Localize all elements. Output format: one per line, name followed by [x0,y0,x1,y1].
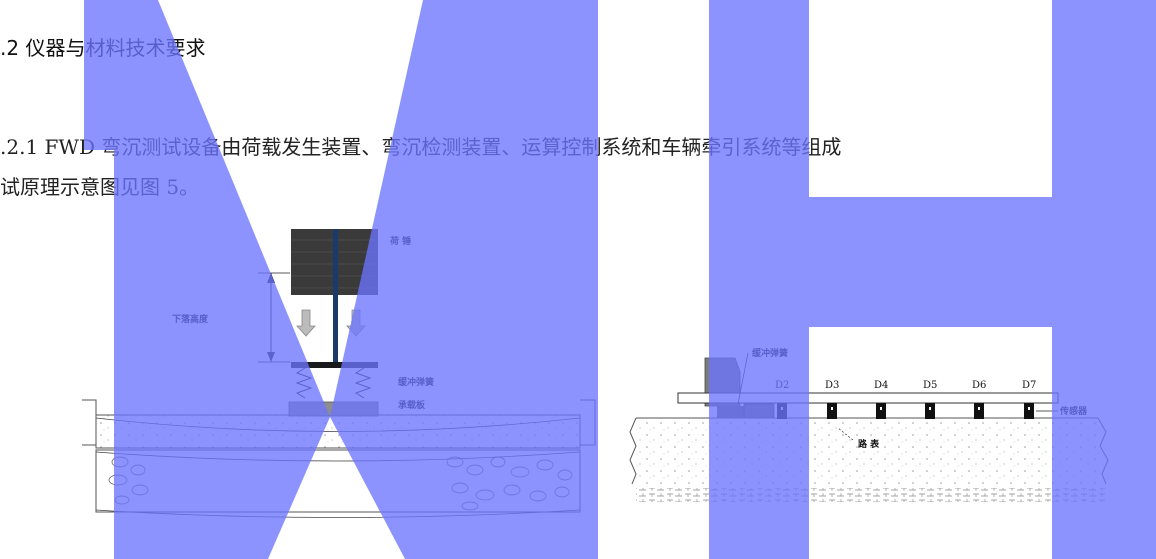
sensor-D4 [876,403,886,419]
right-figure: D2 D3 D4 D5 D6 D7 缓冲弹簧 传感器 路 表 [629,347,1109,502]
label-bearing-plate: 承载板 [398,399,426,411]
sensor-beam [677,392,1059,404]
sensor-D5 [925,403,935,419]
sensor-D3 [827,403,837,419]
label-sensor: 传感器 [1059,405,1088,417]
label-road-surface: 路 表 [858,438,880,450]
sensor-D7 [1024,403,1034,419]
sensor-label-d2: D2 [775,380,789,391]
bearing-plate [288,401,379,417]
sensor-array [777,403,1034,419]
sensor-label-d5: D5 [923,380,937,391]
sensor-D6 [974,403,984,419]
left-figure: 荷 锤 下落高度 缓冲弹簧 承载板 [82,229,596,518]
label-buffer-spring: 缓冲弹簧 [398,376,434,388]
guide-rod [333,229,338,364]
sensor-D2 [777,403,787,419]
sensor-label-d6: D6 [972,380,986,391]
sensor-label-d4: D4 [874,380,888,391]
sensor-label-d7: D7 [1022,380,1036,391]
sensor-label-d3: D3 [825,380,839,391]
label-drop-height: 下落高度 [172,313,209,325]
base-layer [95,449,581,513]
label-right-buffer-spring: 缓冲弹簧 [752,347,788,359]
label-weight: 荷 锤 [389,235,411,247]
